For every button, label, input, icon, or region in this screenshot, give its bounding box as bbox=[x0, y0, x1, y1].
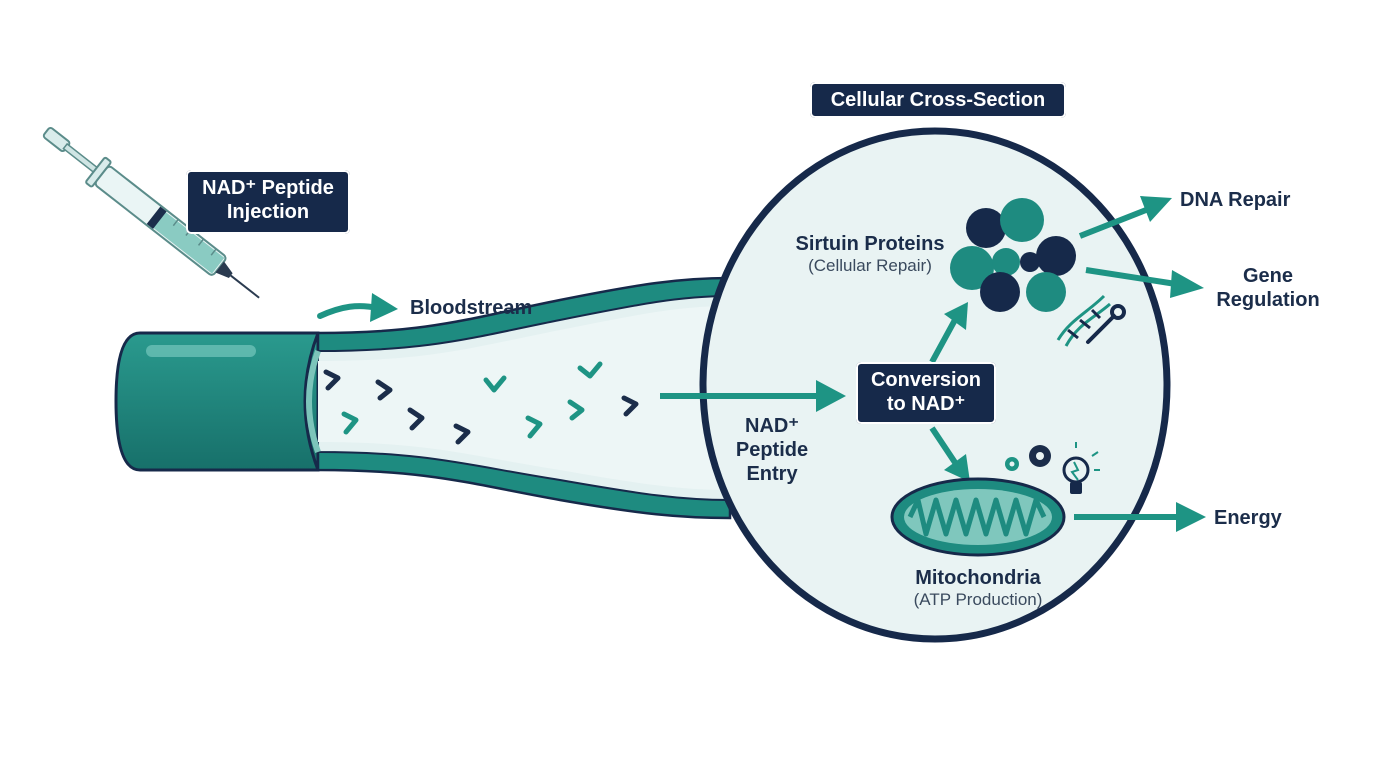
arrow-icon bbox=[1176, 502, 1206, 532]
bloodstream-arrow bbox=[317, 293, 398, 322]
output-arrows bbox=[1074, 196, 1206, 532]
peptide-chevron bbox=[453, 423, 471, 445]
wrench-icon bbox=[1086, 304, 1126, 344]
mitochondria-title: Mitochondria bbox=[915, 567, 1041, 589]
syringe-icon bbox=[42, 127, 260, 299]
peptide-chevron bbox=[375, 379, 393, 401]
peptide-chevron bbox=[621, 395, 639, 417]
conversion-label-line1: Conversion bbox=[870, 369, 982, 391]
mitochondria-subtitle: (ATP Production) bbox=[913, 590, 1043, 609]
entry-arrow bbox=[660, 380, 846, 412]
arrow-icon bbox=[1140, 196, 1172, 222]
conversion-label-line2: to NAD⁺ bbox=[886, 393, 966, 415]
peptide-chevron bbox=[407, 407, 425, 431]
entry-label-line3: Entry bbox=[746, 463, 798, 485]
peptide-chevron bbox=[567, 399, 585, 421]
bloodstream-label: Bloodstream bbox=[410, 297, 533, 319]
conversion-branch-arrows bbox=[929, 302, 970, 482]
gene-regulation-line2: Regulation bbox=[1216, 289, 1320, 311]
entry-label-line2: Peptide bbox=[735, 439, 809, 461]
output-gene-regulation: Gene Regulation bbox=[1208, 264, 1328, 312]
peptide-particles bbox=[323, 361, 639, 445]
gene-regulation-line1: Gene bbox=[1242, 265, 1294, 287]
sirtuin-label: Sirtuin Proteins (Cellular Repair) bbox=[780, 232, 960, 276]
injection-label-line1: NAD⁺ Peptide bbox=[202, 177, 334, 199]
entry-label-line1: NAD⁺ bbox=[745, 415, 799, 437]
injection-label-line2: Injection bbox=[226, 201, 310, 223]
output-dna-repair: DNA Repair bbox=[1180, 189, 1291, 211]
peptide-chevron bbox=[323, 369, 341, 391]
peptide-chevron bbox=[577, 361, 603, 379]
mitochondria-organelle bbox=[890, 477, 1066, 557]
output-energy: Energy bbox=[1214, 507, 1282, 529]
sirtuin-subtitle: (Cellular Repair) bbox=[808, 256, 932, 275]
cross-section-title: Cellular Cross-Section bbox=[810, 82, 1066, 118]
mitochondria-label: Mitochondria (ATP Production) bbox=[878, 566, 1078, 610]
blood-vessel bbox=[114, 276, 732, 520]
conversion-label: Conversion to NAD⁺ bbox=[856, 362, 996, 424]
sirtuin-title: Sirtuin Proteins bbox=[795, 233, 945, 255]
arrow-icon bbox=[1170, 270, 1204, 298]
gear-icon bbox=[1005, 445, 1051, 471]
entry-label: NAD⁺ Peptide Entry bbox=[724, 414, 820, 486]
lightbulb-icon bbox=[1062, 442, 1100, 494]
peptide-chevron bbox=[341, 411, 359, 435]
cross-section-title-text: Cellular Cross-Section bbox=[830, 89, 1046, 111]
peptide-chevron bbox=[525, 415, 543, 439]
sirtuin-protein-cluster bbox=[950, 198, 1076, 312]
injection-label: NAD⁺ Peptide Injection bbox=[186, 170, 350, 234]
peptide-chevron bbox=[483, 375, 507, 393]
dna-icon bbox=[1056, 294, 1111, 347]
